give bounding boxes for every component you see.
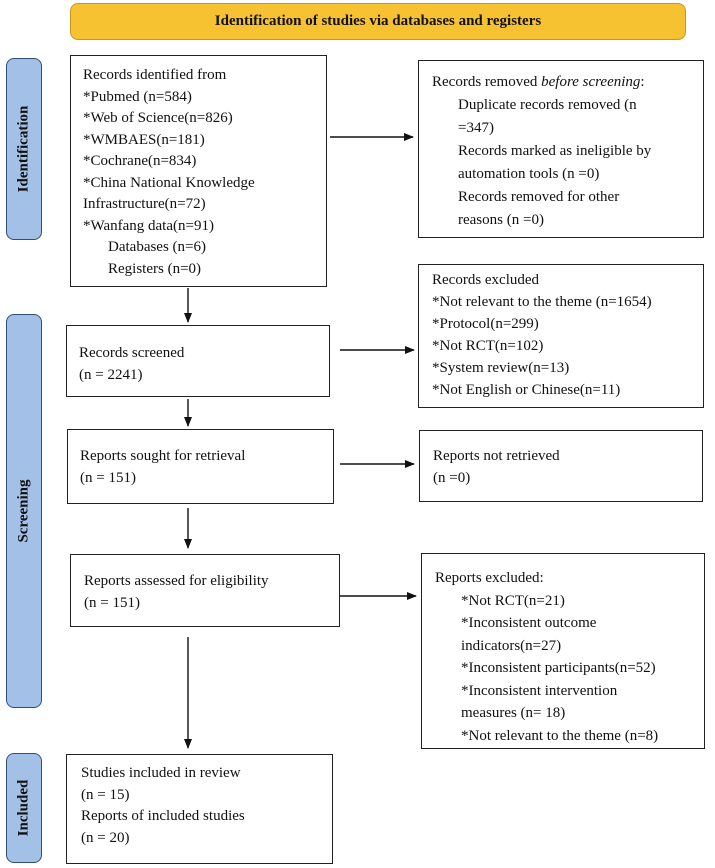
records-screened-count: (n = 2241) [79, 366, 143, 383]
duplicates-removed: Duplicate records removed (n [458, 97, 637, 113]
source-cnki-cont: Infrastructure(n=72) [83, 196, 206, 212]
removed-other: Records removed for other [458, 189, 620, 205]
records-screened-box: Records screened (n = 2241) [66, 325, 330, 397]
excluded-system-review: *System review(n=13) [432, 360, 570, 376]
reports-not-retrieved-title: Reports not retrieved [433, 448, 560, 464]
reports-sought-count: (n = 151) [80, 469, 136, 486]
records-excluded-title: Records excluded [432, 272, 540, 288]
reports-included-count: (n = 20) [81, 829, 130, 846]
reports-excluded-title: Reports excluded: [435, 570, 544, 586]
reports-excluded-outcome-count: indicators(n=27) [461, 637, 562, 654]
source-cochrane: *Cochrane(n=834) [83, 153, 197, 169]
studies-included-count: (n = 15) [81, 786, 130, 803]
ineligible-automation: Records marked as ineligible by [458, 143, 652, 159]
source-pubmed: *Pubmed (n=584) [83, 88, 192, 105]
reports-excluded-not-relevant: *Not relevant to the theme (n=8) [461, 727, 659, 744]
phase-identification: Identification [6, 58, 42, 240]
databases-count: Databases (n=6) [108, 239, 207, 255]
records-identified-title: Records identified from [83, 67, 227, 83]
studies-included-title: Studies included in review [81, 765, 241, 781]
phase-screening: Screening [6, 314, 42, 708]
reports-excluded-intervention: *Inconsistent intervention [461, 682, 618, 699]
reports-excluded-outcome: *Inconsistent outcome [461, 615, 597, 631]
reports-excluded-box: Reports excluded: *Not RCT(n=21) *Incons… [421, 553, 705, 749]
source-wmbaes: *WMBAES(n=181) [83, 131, 205, 148]
reports-excluded-intervention-count: measures (n= 18) [461, 705, 566, 721]
duplicates-removed-count: =347) [458, 120, 494, 136]
header-banner: Identification of studies via databases … [70, 3, 686, 40]
records-removed-title: Records removed before screening: [432, 74, 645, 90]
source-cnki: *China National Knowledge [83, 174, 255, 191]
header-title: Identification of studies via databases … [214, 13, 542, 29]
source-web-of-science: *Web of Science(n=826) [83, 110, 233, 126]
reports-excluded-not-rct: *Not RCT(n=21) [461, 592, 565, 609]
source-wanfang: *Wanfang data(n=91) [83, 217, 214, 234]
records-removed-box: Records removed before screening: Duplic… [418, 60, 704, 238]
reports-not-retrieved-box: Reports not retrieved (n =0) [419, 430, 703, 502]
reports-not-retrieved-count: (n =0) [433, 469, 471, 486]
records-identified-box: Records identified from *Pubmed (n=584) … [70, 55, 327, 287]
reports-sought-title: Reports sought for retrieval [80, 448, 246, 464]
excluded-not-rct: *Not RCT(n=102) [432, 338, 544, 354]
reports-assessed-count: (n = 151) [84, 594, 140, 611]
excluded-language: *Not English or Chinese(n=11) [432, 382, 621, 398]
reports-sought-box: Reports sought for retrieval (n = 151) [67, 429, 334, 504]
excluded-protocol: *Protocol(n=299) [432, 316, 539, 332]
records-screened-title: Records screened [79, 345, 185, 361]
reports-assessed-title: Reports assessed for eligibility [84, 573, 269, 589]
reports-included-title: Reports of included studies [81, 808, 245, 824]
reports-assessed-box: Reports assessed for eligibility (n = 15… [70, 554, 340, 627]
phase-included: Included [6, 753, 42, 863]
registers-count: Registers (n=0) [108, 260, 202, 277]
removed-other-count: reasons (n =0) [458, 212, 544, 228]
ineligible-automation-count: automation tools (n =0) [458, 166, 600, 182]
reports-excluded-participants: *Inconsistent participants(n=52) [461, 660, 656, 676]
studies-included-box: Studies included in review (n = 15) Repo… [66, 754, 333, 864]
excluded-not-relevant: *Not relevant to the theme (n=1654) [432, 294, 652, 310]
records-excluded-box: Records excluded *Not relevant to the th… [418, 264, 704, 408]
